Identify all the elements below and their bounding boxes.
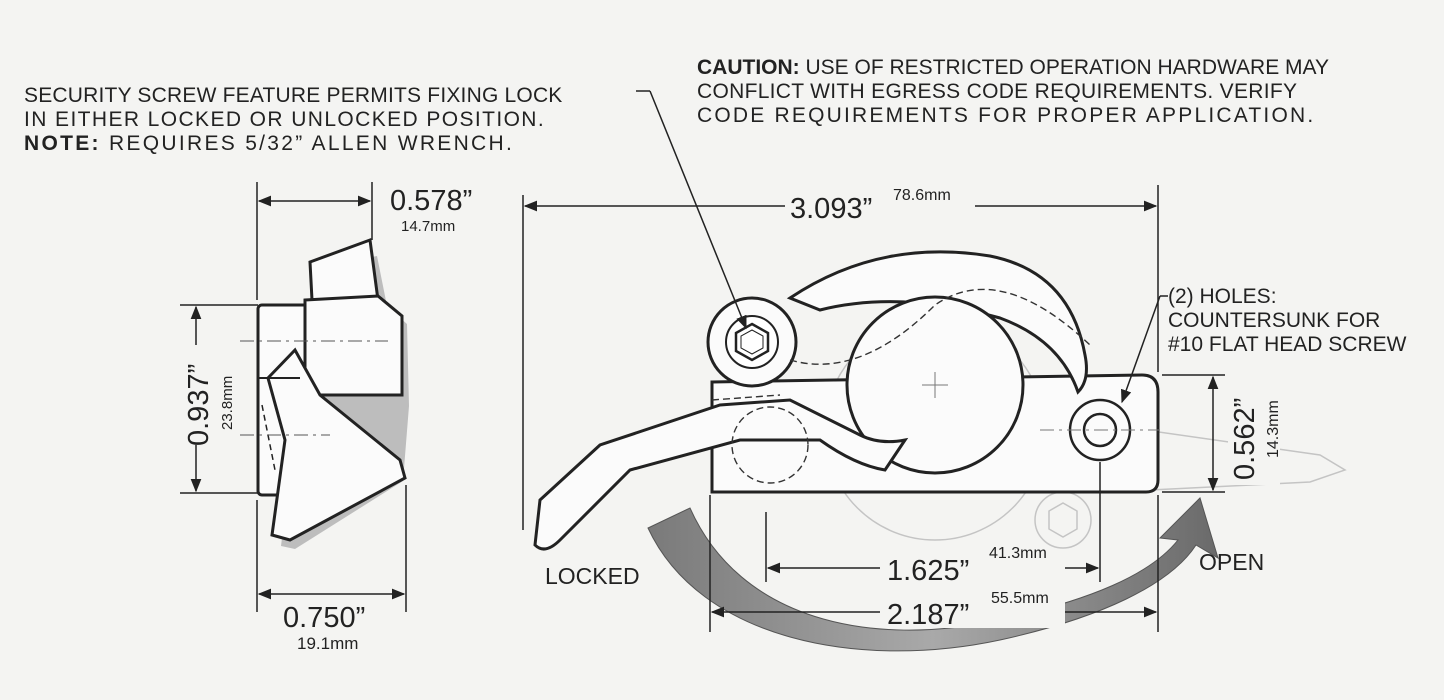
caution-text1: USE OF RESTRICTED OPERATION HARDWARE MAY: [805, 56, 1329, 79]
caution-line2: CONFLICT WITH EGRESS CODE REQUIREMENTS. …: [697, 80, 1298, 103]
dim-side-base-inch: 0.750”: [283, 602, 365, 634]
front-hidden-lines: [711, 288, 1091, 484]
dim-base-height-mm: 14.3mm: [1265, 400, 1282, 458]
note-text: REQUIRES 5/32” ALLEN WRENCH.: [108, 132, 515, 155]
dim-hole-spacing-mm: 41.3mm: [989, 545, 1047, 562]
holes-line3: #10 FLAT HEAD SCREW: [1168, 333, 1407, 356]
dim-side-top-inch: 0.578”: [390, 185, 472, 217]
caution-label: CAUTION:: [697, 56, 800, 79]
security-screw-icon: [725, 315, 779, 369]
security-note-line1: SECURITY SCREW FEATURE PERMITS FIXING LO…: [24, 84, 563, 107]
dim-side-top-mm: 14.7mm: [401, 218, 455, 235]
dim-hole-spacing-inch: 1.625”: [887, 555, 969, 587]
dim-side-base-mm: 19.1mm: [297, 634, 358, 653]
caution-line1: CAUTION: USE OF RESTRICTED OPERATION HAR…: [697, 56, 1329, 80]
security-note-line2: IN EITHER LOCKED OR UNLOCKED POSITION.: [24, 108, 546, 131]
locked-label: LOCKED: [545, 563, 640, 589]
dim-side-height-mm: 23.8mm: [219, 376, 236, 430]
side-view: [256, 237, 409, 549]
dim-overall-mm: 78.6mm: [893, 187, 951, 204]
security-note-line3: NOTE: REQUIRES 5/32” ALLEN WRENCH.: [24, 132, 563, 156]
dim-base-length-inch: 2.187”: [887, 599, 969, 631]
holes-note: (2) HOLES: COUNTERSUNK FOR #10 FLAT HEAD…: [1168, 285, 1406, 357]
caution-line3: CODE REQUIREMENTS FOR PROPER APPLICATION…: [697, 104, 1316, 127]
open-label: OPEN: [1199, 549, 1264, 575]
side-centerlines: [240, 340, 388, 436]
note-label: NOTE:: [24, 132, 101, 155]
dim-base-length-mm: 55.5mm: [991, 590, 1049, 607]
front-centerlines: [922, 372, 1160, 431]
holes-line2: COUNTERSUNK FOR: [1168, 309, 1381, 332]
dim-base-height-inch: 0.562”: [1229, 398, 1261, 480]
dim-side-height-inch: 0.937”: [183, 364, 215, 446]
holes-line1: (2) HOLES:: [1168, 285, 1277, 308]
security-screw-note: SECURITY SCREW FEATURE PERMITS FIXING LO…: [24, 84, 563, 156]
caution-note: CAUTION: USE OF RESTRICTED OPERATION HAR…: [697, 56, 1329, 128]
dim-overall-inch: 3.093”: [790, 193, 872, 225]
